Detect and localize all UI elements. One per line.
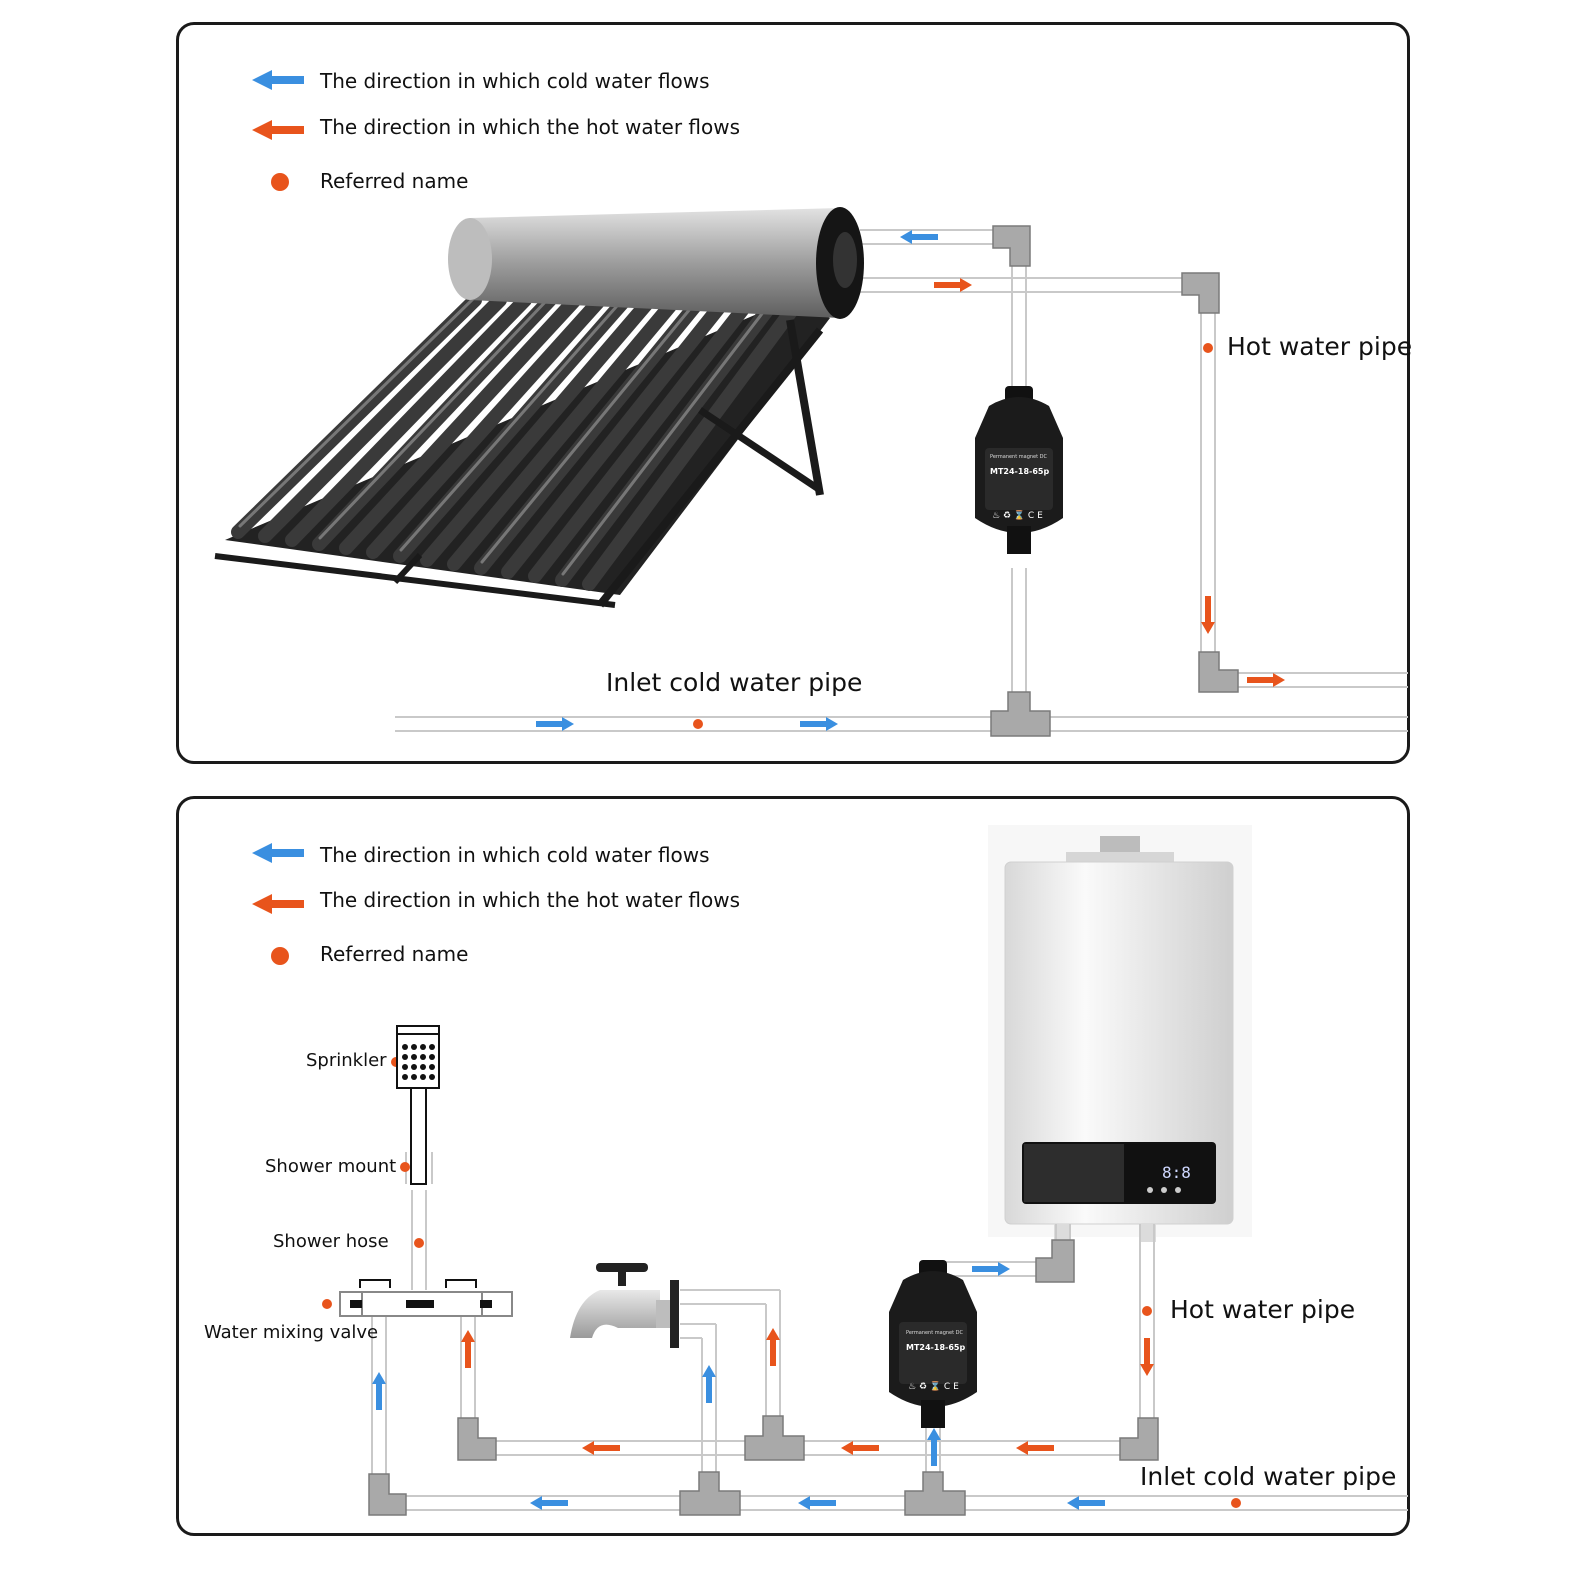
hot-arrow-icon [252, 120, 304, 140]
pump-bottom-marks: ♨ ♻ ⌛ C E [908, 1382, 959, 1392]
top-inlet-pipe-label: Inlet cold water pipe [606, 668, 863, 697]
bottom-inlet-pipe-label: Inlet cold water pipe [1140, 1462, 1397, 1491]
name-dot-icon [271, 173, 289, 191]
solar-heater-icon [214, 207, 864, 608]
svg-text:8:8: 8:8 [1162, 1163, 1191, 1182]
pump-top-line1: Permanent magnet DC [990, 454, 1048, 460]
shower-mount-label: Shower mount [265, 1156, 397, 1177]
legend-cold-label: The direction in which cold water flows [320, 69, 710, 93]
gas-water-heater-icon: 8:8 [988, 825, 1252, 1242]
legend-name-label: Referred name [320, 169, 469, 193]
legend-hot-label: The direction in which the hot water flo… [320, 888, 741, 912]
top-pipes [395, 229, 1408, 732]
legend-hot-label: The direction in which the hot water flo… [320, 115, 741, 139]
pump-bottom-model: MT24-18-65p [906, 1343, 966, 1352]
top-hot-pipe-label: Hot water pipe [1227, 332, 1413, 361]
bottom-fittings [368, 1239, 1159, 1516]
top-fittings [990, 225, 1239, 737]
shower-hose-label: Shower hose [273, 1231, 389, 1252]
cold-arrow-icon [252, 843, 304, 863]
name-dot-icon [271, 947, 289, 965]
pump-bottom-line1: Permanent magnet DC [906, 1330, 964, 1336]
hot-arrow-icon [252, 894, 304, 914]
cold-arrow-icon [252, 70, 304, 90]
faucet-icon [570, 1263, 679, 1348]
sprinkler-label: Sprinkler [306, 1050, 387, 1071]
pump-top-marks: ♨ ♻ ⌛ C E [992, 511, 1043, 521]
legend-cold-label: The direction in which cold water flows [320, 843, 710, 867]
legend-name-label: Referred name [320, 942, 469, 966]
mixing-valve-label: Water mixing valve [204, 1322, 379, 1343]
shower-head-icon [396, 1025, 440, 1185]
pump-top-model: MT24-18-65p [990, 467, 1050, 476]
bottom-hot-pipe-label: Hot water pipe [1170, 1295, 1356, 1324]
mixing-valve-icon [339, 1279, 513, 1317]
